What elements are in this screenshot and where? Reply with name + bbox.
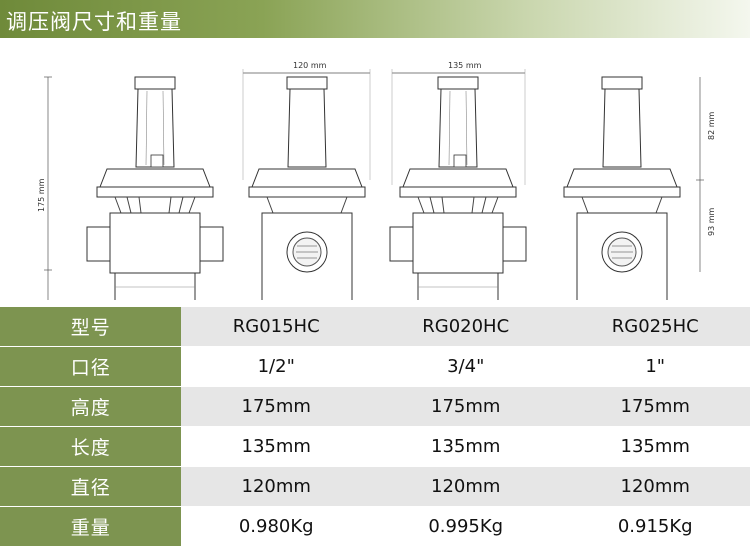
row-label: 高度 [0,386,182,427]
cell: 1/2" [181,346,371,387]
cell: 120mm [370,466,561,507]
cell: 175mm [560,386,750,427]
cell: 135mm [181,426,371,467]
row-label: 长度 [0,426,182,467]
cell: 0.915Kg [560,506,750,547]
row-label: 型号 [0,307,182,347]
table-row: 直径 120mm 120mm 120mm [0,466,750,507]
cell: 175mm [181,386,371,427]
cell: 135mm [560,426,750,467]
dimension-drawings: 175 mm 120 mm 135 mm 82 mm 93 mm [37,61,716,300]
cell: 135mm [370,426,561,467]
dim-lower: 93 mm [707,207,716,236]
cell: RG025HC [560,307,750,347]
table-row: 重量 0.980Kg 0.995Kg 0.915Kg [0,506,750,547]
dim-width-a: 120 mm [293,61,327,70]
cell: 3/4" [370,346,561,387]
cell: RG020HC [370,307,561,347]
dim-height: 175 mm [37,178,46,212]
cell: 1" [560,346,750,387]
table-row: 长度 135mm 135mm 135mm [0,426,750,467]
page-title: 调压阀尺寸和重量 [6,10,182,34]
cell: RG015HC [181,307,371,347]
spec-table: 型号 RG015HC RG020HC RG025HC 口径 1/2" 3/4" … [0,307,750,547]
dim-width-b: 135 mm [448,61,482,70]
title-bar: 调压阀尺寸和重量 [0,0,750,38]
cell: 0.995Kg [370,506,561,547]
table-row: 型号 RG015HC RG020HC RG025HC [0,307,750,347]
row-label: 直径 [0,466,182,507]
table-row: 高度 175mm 175mm 175mm [0,386,750,427]
cell: 120mm [560,466,750,507]
cell: 175mm [370,386,561,427]
valve-drawings: 175 mm 120 mm 135 mm 82 mm 93 mm [0,40,750,300]
table-row: 口径 1/2" 3/4" 1" [0,346,750,387]
row-label: 口径 [0,346,182,387]
cell: 0.980Kg [181,506,371,547]
dim-upper: 82 mm [707,111,716,140]
row-label: 重量 [0,506,182,547]
cell: 120mm [181,466,371,507]
